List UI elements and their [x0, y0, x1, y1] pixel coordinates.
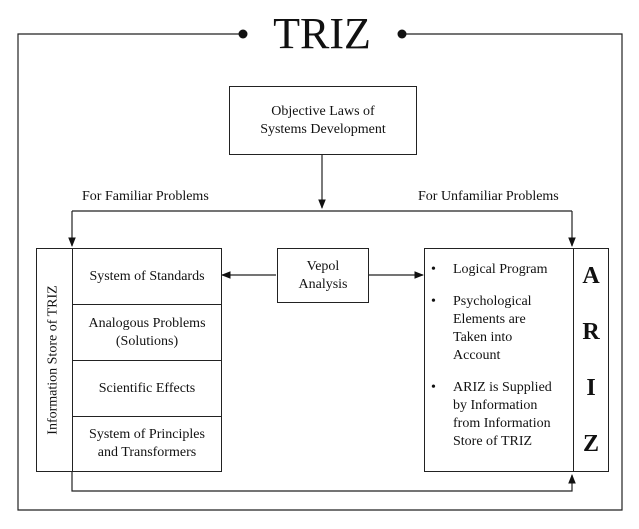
diagram-title: TRIZ: [262, 6, 382, 62]
objective-laws-text: Objective Laws of Systems Development: [260, 103, 386, 137]
ariz-list-item: Psychological Elements are Taken into Ac…: [425, 293, 569, 365]
vepol-analysis-box: Vepol Analysis: [277, 248, 369, 303]
objective-laws-box: Objective Laws of Systems Development: [229, 86, 417, 155]
information-store-label: Information Store of TRIZ: [36, 248, 72, 472]
information-store-items-box: System of Standards Analogous Problems (…: [72, 248, 222, 472]
ariz-items-box: Logical Program Psychological Elements a…: [424, 248, 574, 472]
vepol-analysis-text: Vepol Analysis: [298, 258, 348, 292]
ariz-letter: A: [582, 262, 600, 289]
info-store-item: Scientific Effects: [73, 361, 221, 417]
ariz-list-item: Logical Program: [425, 261, 569, 279]
information-store-label-text: Information Store of TRIZ: [46, 285, 61, 435]
ariz-letters: A R I Z: [573, 248, 609, 472]
unfamiliar-problems-label: For Unfamiliar Problems: [418, 189, 559, 204]
ariz-list-item: ARIZ is Supplied by Information from Inf…: [425, 379, 569, 451]
ariz-letter: I: [586, 374, 596, 401]
outer-frame: [17, 33, 623, 511]
info-store-item: Analogous Problems (Solutions): [73, 305, 221, 361]
feedback-loop: [71, 472, 576, 492]
ariz-letter: R: [582, 318, 600, 345]
info-store-item: System of Standards: [73, 249, 221, 305]
title-dot-left: [238, 29, 248, 39]
title-dot-right: [397, 29, 407, 39]
ariz-list: Logical Program Psychological Elements a…: [425, 261, 569, 451]
info-store-item: System of Principles and Transformers: [89, 427, 205, 460]
ariz-letter: Z: [582, 430, 599, 457]
familiar-problems-label: For Familiar Problems: [82, 189, 209, 204]
